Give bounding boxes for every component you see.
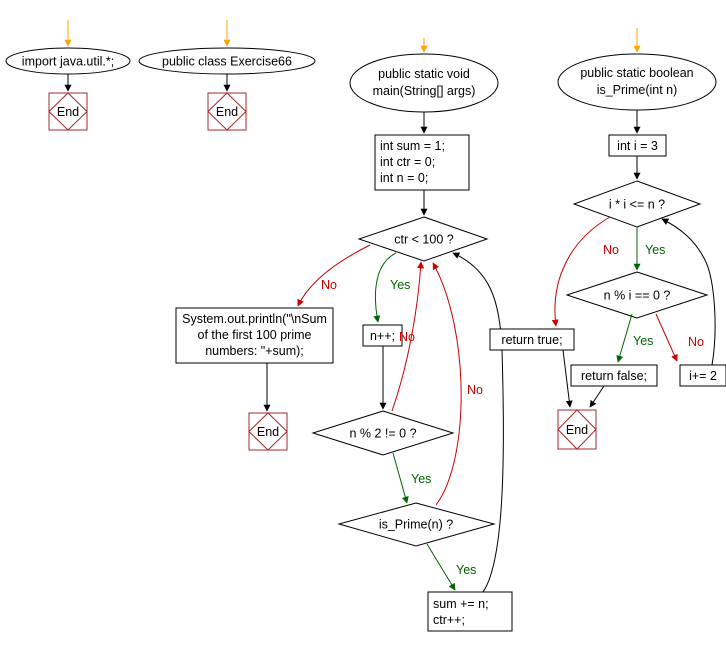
edge-ii-no [551, 216, 611, 327]
init-node: int sum = 1; int ctr = 0; int n = 0; [374, 134, 470, 191]
end-node-isprime: End [557, 409, 597, 450]
edge-ni-yes [616, 313, 633, 363]
label-yes-ctr: Yes [390, 278, 410, 292]
sum-node: sum += n; ctr++; [427, 591, 513, 632]
label-yes-ni: Yes [633, 334, 653, 348]
end-label: End [57, 105, 79, 119]
print-text-3: numbers: "+sum); [205, 344, 304, 358]
import-node: import java.util.*; [5, 47, 131, 75]
i-inc-text: i+= 2 [689, 369, 717, 383]
isprime-text-2: is_Prime(int n) [597, 83, 678, 97]
n-inc-text: n++; [370, 329, 395, 343]
init-text-2: int ctr = 0; [380, 155, 435, 169]
end-node-class: End [207, 92, 247, 131]
edge-prime-no [432, 262, 462, 506]
end-label: End [566, 423, 588, 437]
end-label: End [257, 425, 279, 439]
print-text-1: System.out.println("\nSum [182, 312, 327, 326]
label-no-mod2: No [399, 330, 415, 344]
label-no-ii: No [603, 243, 619, 257]
cond-ni-text: n % i == 0 ? [604, 289, 671, 303]
return-true-node: return true; [489, 328, 575, 351]
init-text-3: int n = 0; [380, 171, 428, 185]
return-false-text: return false; [581, 369, 647, 383]
cond-ctr-text: ctr < 100 ? [394, 233, 453, 247]
label-yes-mod2: Yes [411, 472, 431, 486]
sum-text-2: ctr++; [433, 613, 465, 627]
edge-ni-no [655, 313, 678, 362]
print-node: System.out.println("\nSum of the first 1… [175, 307, 334, 364]
class-text: public class Exercise66 [162, 55, 292, 69]
class-node: public class Exercise66 [138, 47, 316, 75]
isprime-node: public static boolean is_Prime(int n) [557, 53, 717, 111]
label-yes-ii: Yes [645, 243, 665, 257]
end-node-import: End [48, 92, 88, 131]
label-no-prime: No [467, 383, 483, 397]
edge-iinc-loop [661, 218, 716, 366]
i-inc-node: i+= 2 [679, 364, 726, 387]
cond-prime-node: is_Prime(n) ? [337, 502, 496, 547]
init-text-1: int sum = 1; [380, 139, 445, 153]
end-node-main: End [248, 412, 288, 451]
cond-ii-text: i * i <= n ? [609, 198, 665, 212]
sum-text-1: sum += n; [433, 597, 489, 611]
edge-prime-yes [426, 543, 456, 591]
edge-mod2-yes [392, 452, 409, 504]
n-inc-node: n++; [362, 324, 403, 347]
print-text-2: of the first 100 prime [198, 328, 312, 342]
edge-mod2-no [391, 261, 425, 412]
label-no-ni: No [688, 335, 704, 349]
int-i-text: int i = 3 [617, 139, 658, 153]
edge-ctr-no [297, 244, 371, 307]
main-node: public static void main(String[] args) [349, 53, 499, 113]
cond-mod2-node: n % 2 != 0 ? [311, 410, 455, 456]
int-i-node: int i = 3 [608, 134, 667, 157]
cond-ni-node: n % i == 0 ? [565, 271, 709, 319]
isprime-text-1: public static boolean [580, 66, 693, 80]
main-text-1: public static void [378, 67, 470, 81]
return-false-node: return false; [570, 364, 658, 387]
edge-sum-loop [452, 252, 504, 593]
label-yes-prime: Yes [456, 563, 476, 577]
label-no-ctr: No [321, 278, 337, 292]
end-label: End [216, 105, 238, 119]
main-text-2: main(String[] args) [373, 84, 476, 98]
edge-ctr-yes [373, 252, 397, 323]
cond-mod2-text: n % 2 != 0 ? [349, 427, 416, 441]
cond-ii-node: i * i <= n ? [572, 180, 702, 228]
edge-rfalse-end [589, 385, 605, 408]
import-text: import java.util.*; [22, 55, 114, 69]
return-true-text: return true; [501, 333, 562, 347]
cond-prime-text: is_Prime(n) ? [379, 518, 453, 532]
edge-rtrue-end [562, 349, 573, 408]
cond-ctr-node: ctr < 100 ? [357, 216, 489, 262]
